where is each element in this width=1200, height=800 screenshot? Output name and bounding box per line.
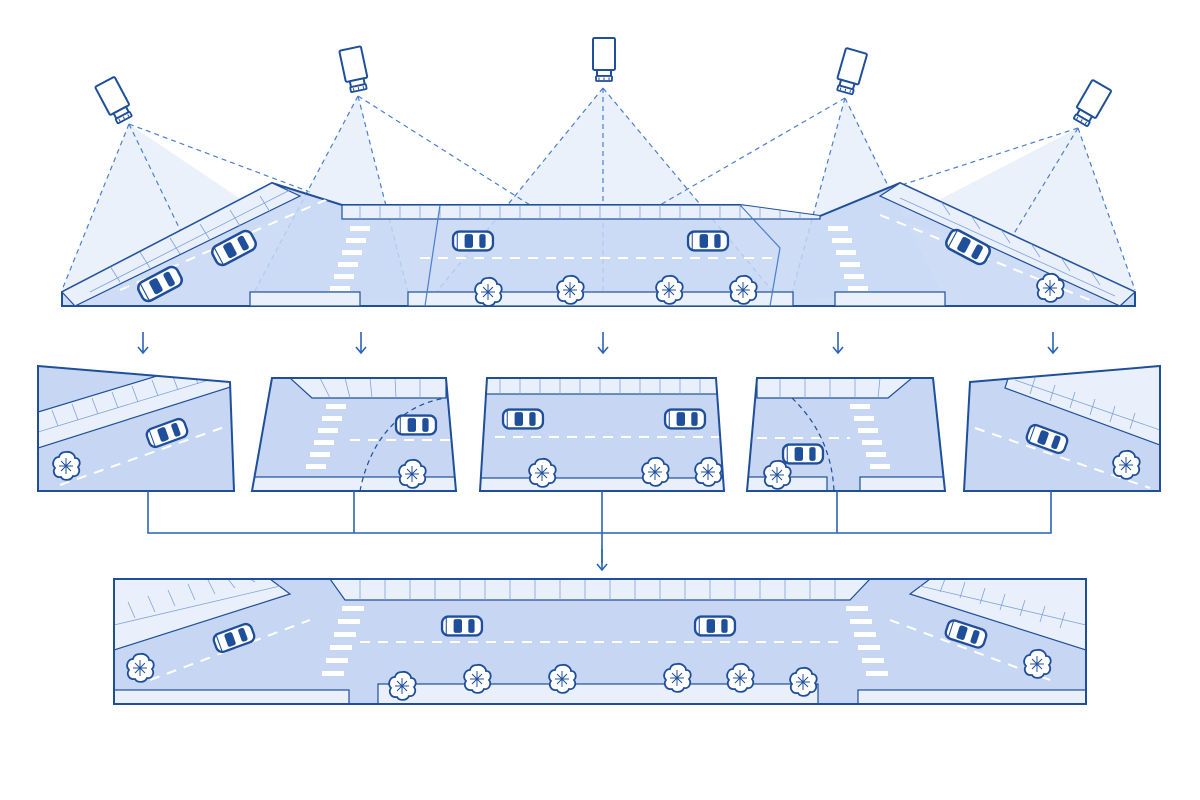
sidewalk-right-grid — [899, 197, 1116, 297]
fov-boundary — [424, 204, 781, 306]
fov-line — [128, 123, 186, 241]
car-icon — [394, 414, 438, 436]
fov-line — [61, 123, 130, 291]
sidewalk-left-grid — [89, 189, 291, 293]
camera-icon — [94, 75, 136, 126]
crosswalk-left — [330, 226, 370, 291]
arrow-down-icon — [137, 331, 149, 354]
car-icon — [440, 615, 484, 637]
car-icon — [663, 408, 707, 430]
sidewalk-bottom — [407, 291, 794, 306]
crosswalk-right — [828, 226, 868, 291]
sidewalk-right — [878, 183, 1135, 306]
car-icon — [686, 230, 730, 252]
arrow-down-icon — [355, 331, 367, 354]
sidewalk-top-grid — [359, 205, 801, 219]
camera-view-2 — [250, 377, 458, 492]
camera-view-3 — [478, 377, 726, 492]
fov-line — [1009, 127, 1079, 241]
fov-line — [879, 127, 1079, 193]
stitched-panorama — [113, 578, 1087, 705]
car-icon — [693, 615, 737, 637]
camera-view-1 — [37, 364, 236, 492]
car-icon — [501, 408, 545, 430]
fov-line — [602, 87, 781, 301]
camera-views — [37, 364, 1161, 492]
fov-line — [357, 95, 531, 206]
camera-icon — [1069, 78, 1113, 129]
arrow-down-icon — [596, 548, 608, 571]
arrow-down-icon — [832, 331, 844, 354]
car-icon — [451, 230, 495, 252]
fov-line — [659, 97, 846, 206]
camera-icon — [338, 45, 371, 94]
fov-line — [844, 97, 896, 201]
fov-cone-5 — [900, 128, 1135, 290]
arrow-down-icon — [1047, 331, 1059, 354]
sidewalk-bottom — [834, 291, 946, 306]
camera-icon — [833, 46, 869, 97]
sidewalk-top — [341, 204, 821, 220]
sidewalk-bottom — [249, 291, 361, 306]
fov-cone-1 — [62, 124, 272, 290]
arrows-to-views — [137, 331, 1059, 354]
camera-view-4 — [745, 377, 947, 492]
arrow-down-icon — [597, 331, 609, 354]
street-scene — [61, 181, 1136, 307]
camera-icon — [592, 37, 616, 82]
camera-view-5 — [962, 364, 1161, 492]
fov-line — [1077, 127, 1136, 291]
merge-connectors — [147, 491, 1052, 563]
car-icon — [781, 443, 825, 465]
